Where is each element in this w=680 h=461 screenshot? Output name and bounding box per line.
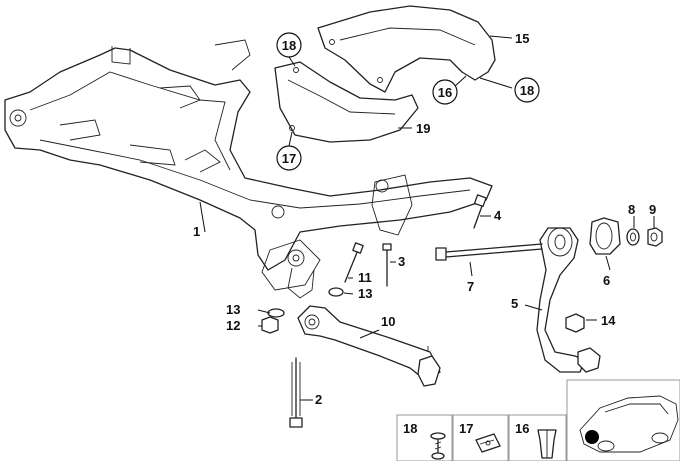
- washer-8: [626, 228, 640, 246]
- expanding-nut-16-icon: [537, 429, 557, 459]
- label-1: 1: [193, 224, 200, 239]
- nut-14: [565, 313, 585, 333]
- label-13-right: 13: [358, 286, 372, 301]
- bushing-6: [589, 217, 621, 255]
- fastener-legend: 18 17 16: [396, 414, 567, 461]
- label-14: 14: [601, 313, 616, 328]
- label-17: 17: [282, 151, 296, 166]
- splash-guard: [317, 5, 496, 93]
- nut-12: [261, 308, 285, 334]
- engine-shield: [274, 61, 419, 143]
- legend-label-18: 18: [403, 421, 417, 436]
- label-19: 19: [416, 121, 430, 136]
- circled-labels: 18 17 16 18: [276, 32, 540, 171]
- tension-strut-5: [536, 227, 601, 373]
- bolt-4: [473, 194, 487, 229]
- label-7: 7: [467, 279, 474, 294]
- axle-carrier: [4, 39, 493, 299]
- label-10: 10: [381, 314, 395, 329]
- label-18-top: 18: [282, 38, 296, 53]
- bolt-11: [328, 242, 364, 297]
- label-6: 6: [603, 273, 610, 288]
- nut-9: [647, 227, 663, 247]
- label-11: 11: [358, 270, 372, 285]
- bolt-3: [382, 243, 392, 287]
- label-3: 3: [398, 254, 405, 269]
- label-2: 2: [315, 392, 322, 407]
- legend-label-16: 16: [515, 421, 529, 436]
- label-15: 15: [515, 31, 529, 46]
- bolt-2: [289, 357, 303, 428]
- screw-18-icon: [430, 432, 446, 460]
- vehicle-locator: [566, 379, 680, 461]
- label-5: 5: [511, 296, 518, 311]
- part-labels: 1 2 3 4 5 6 7 8 9 10 11 12 13 13 14 15 1…: [193, 31, 656, 407]
- bolt-7: [435, 243, 543, 261]
- location-marker-icon: [585, 430, 599, 444]
- label-4: 4: [494, 208, 502, 223]
- label-13-left: 13: [226, 302, 240, 317]
- label-12: 12: [226, 318, 240, 333]
- legend-label-17: 17: [459, 421, 473, 436]
- label-16: 16: [438, 85, 452, 100]
- clip-nut-17-icon: [475, 433, 501, 453]
- label-18-right: 18: [520, 83, 534, 98]
- wishbone-10: [297, 305, 441, 387]
- label-9: 9: [649, 202, 656, 217]
- label-8: 8: [628, 202, 635, 217]
